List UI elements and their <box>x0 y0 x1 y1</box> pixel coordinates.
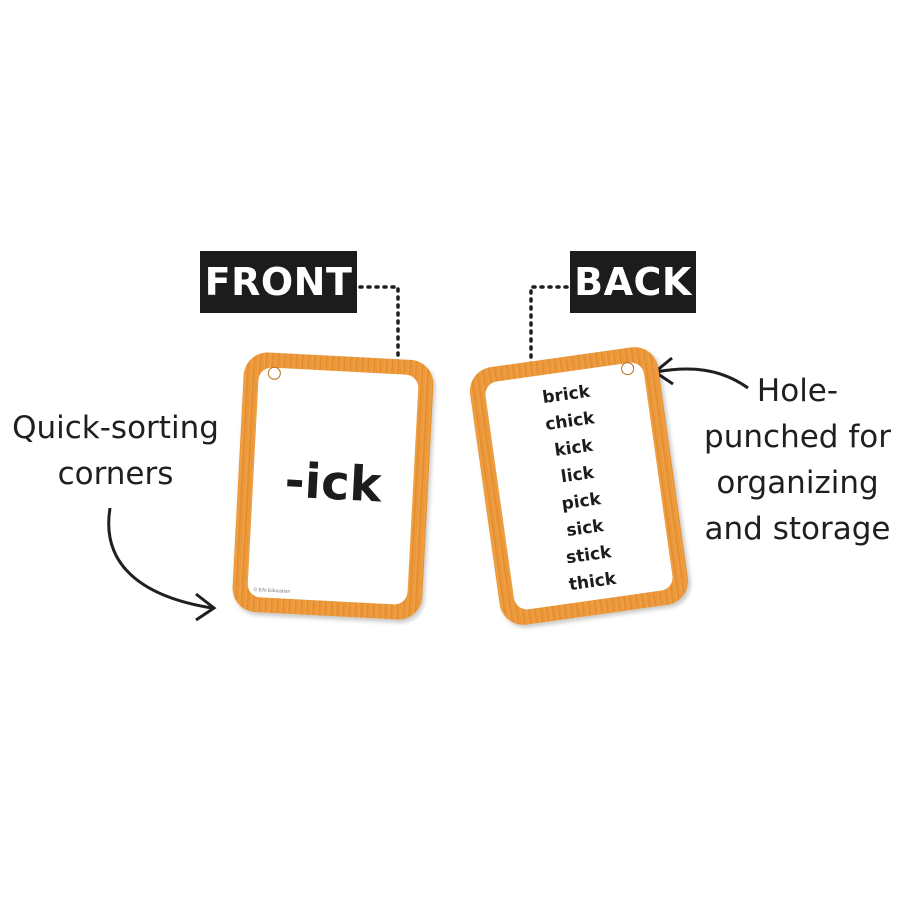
callout-line: Hole- <box>756 373 839 409</box>
front-card-face: -ick © EAI Education <box>247 366 419 606</box>
front-flash-card: -ick © EAI Education <box>231 351 435 621</box>
back-card-face: brick chick kick lick pick sick stick th… <box>483 360 675 612</box>
word-family-ending: -ick <box>283 452 383 514</box>
back-flash-card: brick chick kick lick pick sick stick th… <box>466 344 692 628</box>
callout-line: organizing <box>716 465 879 501</box>
word-list: brick chick kick lick pick sick stick th… <box>485 371 674 607</box>
back-label: BACK <box>570 251 696 313</box>
quick-sorting-callout: Quick-sorting corners <box>8 405 223 497</box>
front-label: FRONT <box>200 251 357 313</box>
callout-line: and storage <box>704 511 891 547</box>
front-dotted-connector <box>358 285 400 374</box>
callout-line: corners <box>57 456 174 492</box>
callout-line: Quick-sorting <box>12 410 219 446</box>
copyright-text: © EAI Education <box>253 586 291 595</box>
left-arrowhead <box>195 592 217 622</box>
left-curved-arrow <box>107 507 213 610</box>
back-dotted-connector <box>529 285 569 366</box>
right-curved-arrow <box>655 367 749 390</box>
callout-line: punched for <box>704 419 891 455</box>
hole-punched-callout: Hole- punched for organizing and storage <box>700 368 895 552</box>
